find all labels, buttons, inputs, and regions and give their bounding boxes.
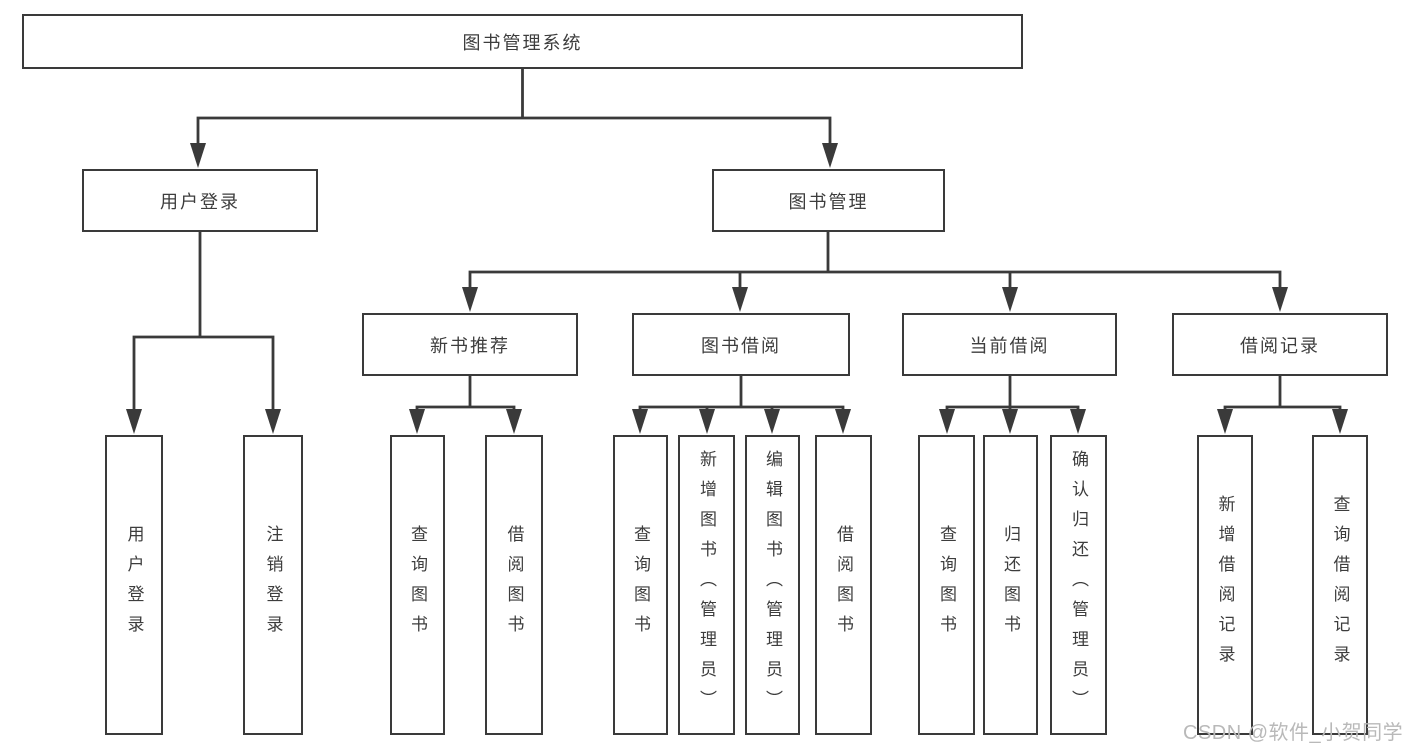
leaf-user-login: 用户登录 bbox=[105, 435, 163, 735]
leaf-return-book: 归还图书 bbox=[983, 435, 1038, 735]
leaf-add-borrow-record: 新增借阅记录 bbox=[1197, 435, 1253, 735]
node-book-management: 图书管理 bbox=[712, 169, 945, 232]
node-user-login: 用户登录 bbox=[82, 169, 318, 232]
leaf-query-book-borrowing-label: 查询图书 bbox=[631, 525, 650, 645]
leaf-edit-book-admin-label: 编辑图书（管理员） bbox=[763, 450, 782, 720]
leaf-borrow-book: 借阅图书 bbox=[815, 435, 872, 735]
leaf-add-book-admin: 新增图书（管理员） bbox=[678, 435, 735, 735]
node-current-borrowing: 当前借阅 bbox=[902, 313, 1117, 376]
leaf-confirm-return-admin: 确认归还（管理员） bbox=[1050, 435, 1107, 735]
leaf-logout-label: 注销登录 bbox=[263, 525, 283, 645]
node-root-system: 图书管理系统 bbox=[22, 14, 1023, 69]
leaf-confirm-return-admin-label: 确认归还（管理员） bbox=[1069, 450, 1088, 720]
leaf-return-book-label: 归还图书 bbox=[1001, 525, 1020, 645]
node-new-book-recommend-label: 新书推荐 bbox=[430, 335, 510, 356]
leaf-logout: 注销登录 bbox=[243, 435, 303, 735]
node-book-management-label: 图书管理 bbox=[788, 191, 869, 212]
leaf-query-book-recommend: 查询图书 bbox=[390, 435, 445, 735]
node-user-login-label: 用户登录 bbox=[160, 191, 240, 212]
leaf-add-borrow-record-label: 新增借阅记录 bbox=[1215, 495, 1235, 675]
node-root-label: 图书管理系统 bbox=[462, 32, 583, 53]
leaf-query-book-recommend-label: 查询图书 bbox=[408, 525, 427, 645]
node-current-borrowing-label: 当前借阅 bbox=[969, 335, 1050, 356]
node-borrowing-records-label: 借阅记录 bbox=[1240, 335, 1320, 356]
leaf-query-book-current: 查询图书 bbox=[918, 435, 975, 735]
csdn-watermark: CSDN @软件_小贺同学 bbox=[1183, 722, 1404, 744]
node-new-book-recommend: 新书推荐 bbox=[362, 313, 578, 376]
leaf-borrow-book-recommend-label: 借阅图书 bbox=[504, 525, 524, 645]
node-book-borrowing-label: 图书借阅 bbox=[701, 335, 781, 356]
leaf-query-borrow-record-label: 查询借阅记录 bbox=[1330, 495, 1350, 675]
node-book-borrowing: 图书借阅 bbox=[632, 313, 850, 376]
leaf-query-book-current-label: 查询图书 bbox=[937, 525, 956, 645]
node-borrowing-records: 借阅记录 bbox=[1172, 313, 1388, 376]
leaf-query-book-borrowing: 查询图书 bbox=[613, 435, 668, 735]
leaf-add-book-admin-label: 新增图书（管理员） bbox=[697, 450, 716, 720]
leaf-borrow-book-label: 借阅图书 bbox=[834, 525, 853, 645]
leaf-query-borrow-record: 查询借阅记录 bbox=[1312, 435, 1368, 735]
leaf-borrow-book-recommend: 借阅图书 bbox=[485, 435, 543, 735]
leaf-user-login-label: 用户登录 bbox=[124, 525, 144, 645]
leaf-edit-book-admin: 编辑图书（管理员） bbox=[745, 435, 800, 735]
